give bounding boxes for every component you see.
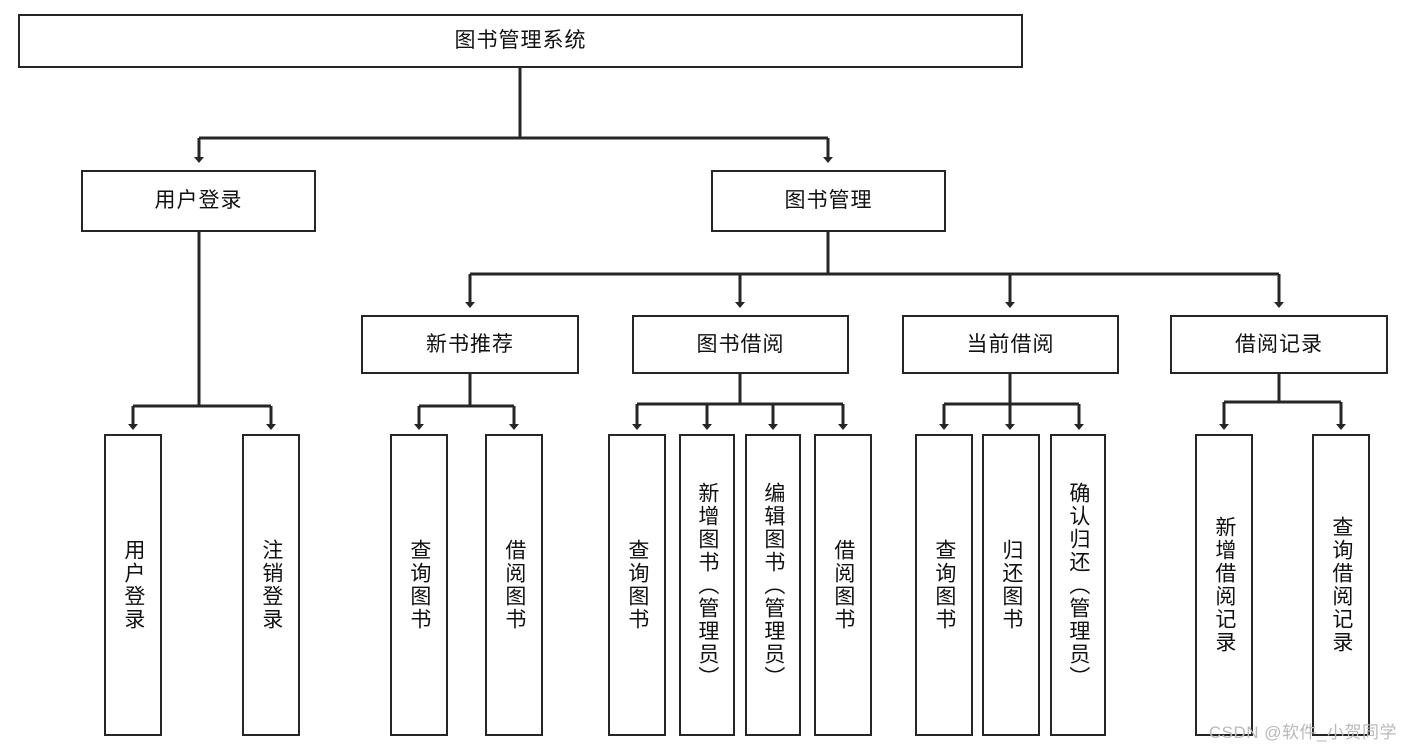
node-borrow-record[interactable]: 借阅记录: [1170, 315, 1388, 374]
node-book-borrow-label: 图书借阅: [696, 332, 785, 356]
leaf-new-book-query[interactable]: 查询图书: [390, 434, 448, 736]
leaf-borrow-borrow-book-label: 借阅图书: [831, 539, 855, 631]
leaf-current-confirm-return-label: 确认归还（管理员）: [1066, 481, 1090, 689]
node-book-borrow[interactable]: 图书借阅: [632, 315, 849, 374]
node-root-label: 图书管理系统: [454, 29, 587, 53]
leaf-user-login-logout-label: 注销登录: [259, 539, 283, 631]
node-current-borrow-label: 当前借阅: [966, 332, 1055, 356]
node-current-borrow[interactable]: 当前借阅: [902, 315, 1119, 374]
leaf-record-add[interactable]: 新增借阅记录: [1195, 434, 1253, 736]
node-new-book-recommend[interactable]: 新书推荐: [361, 315, 579, 374]
leaf-new-book-borrow[interactable]: 借阅图书: [485, 434, 543, 736]
leaf-record-add-label: 新增借阅记录: [1212, 516, 1236, 654]
node-user-login[interactable]: 用户登录: [81, 170, 316, 232]
leaf-current-return-book[interactable]: 归还图书: [982, 434, 1040, 736]
leaf-new-book-query-label: 查询图书: [407, 539, 431, 631]
leaf-borrow-query-book-label: 查询图书: [625, 539, 649, 631]
node-new-book-recommend-label: 新书推荐: [426, 332, 514, 356]
leaf-borrow-borrow-book[interactable]: 借阅图书: [814, 434, 872, 736]
csdn-watermark: CSDN @软件_小贺同学: [1208, 723, 1397, 742]
leaf-borrow-add-book-label: 新增图书（管理员）: [695, 481, 719, 689]
leaf-user-login-logout[interactable]: 注销登录: [242, 434, 300, 736]
leaf-new-book-borrow-label: 借阅图书: [502, 539, 526, 631]
node-book-management-label: 图书管理: [784, 189, 873, 213]
leaf-borrow-edit-book-label: 编辑图书（管理员）: [761, 481, 785, 689]
leaf-borrow-edit-book[interactable]: 编辑图书（管理员）: [745, 434, 801, 736]
leaf-user-login-login-label: 用户登录: [121, 539, 145, 631]
leaf-borrow-query-book[interactable]: 查询图书: [608, 434, 666, 736]
leaf-record-query[interactable]: 查询借阅记录: [1312, 434, 1370, 736]
leaf-current-query-book-label: 查询图书: [932, 539, 956, 631]
node-root[interactable]: 图书管理系统: [18, 14, 1023, 68]
node-book-management[interactable]: 图书管理: [711, 170, 946, 232]
leaf-record-query-label: 查询借阅记录: [1329, 516, 1353, 654]
leaf-current-confirm-return[interactable]: 确认归还（管理员）: [1050, 434, 1106, 736]
leaf-borrow-add-book[interactable]: 新增图书（管理员）: [679, 434, 735, 736]
leaf-current-return-book-label: 归还图书: [999, 539, 1023, 631]
leaf-user-login-login[interactable]: 用户登录: [104, 434, 162, 736]
node-borrow-record-label: 借阅记录: [1235, 332, 1323, 356]
node-user-login-label: 用户登录: [154, 189, 243, 213]
leaf-current-query-book[interactable]: 查询图书: [915, 434, 973, 736]
